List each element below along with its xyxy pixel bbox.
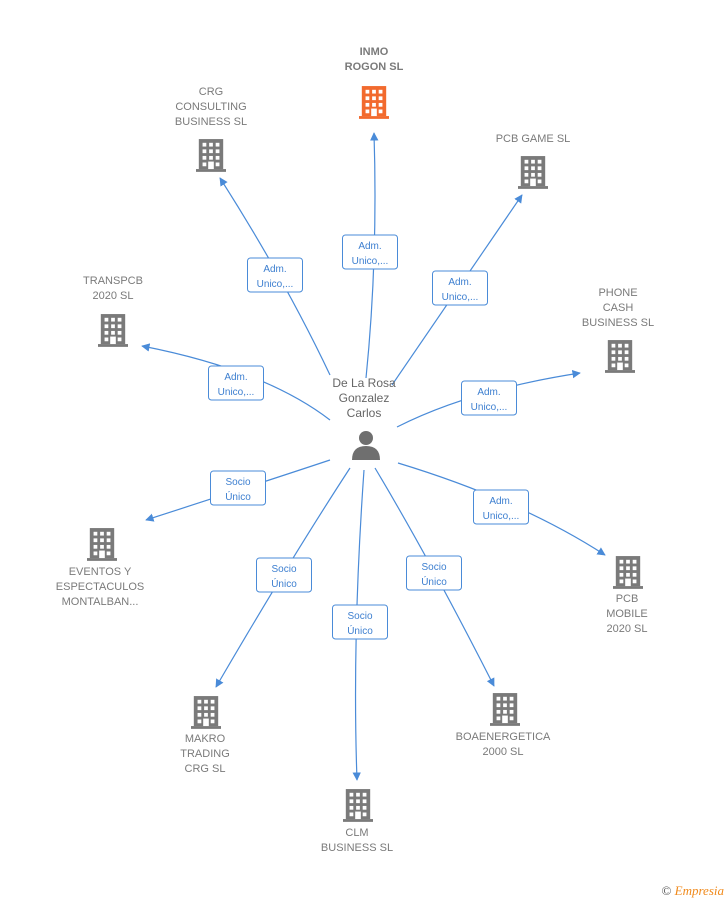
company-node-pcb-game[interactable]: PCB GAME SL xyxy=(496,133,571,189)
relation-badge-box xyxy=(432,270,488,306)
relation-label-line: Unico,... xyxy=(483,511,520,522)
company-label-line[interactable]: BOAENERGETICA xyxy=(456,731,551,743)
company-label-line[interactable]: 2020 SL xyxy=(607,623,648,635)
relation-label-line: Único xyxy=(421,575,447,588)
relation-label-line: Adm. xyxy=(358,241,381,252)
relation-label-line: Adm. xyxy=(224,372,247,383)
footer: © Empresia xyxy=(662,883,725,899)
building-icon xyxy=(191,696,221,729)
relation-label-line: Socio xyxy=(225,477,250,488)
relation-badge[interactable]: Adm. Unico,... xyxy=(342,234,398,270)
company-label-line[interactable]: MONTALBAN... xyxy=(62,596,139,608)
company-node-pcb-mobile[interactable]: PCB MOBILE 2020 SL xyxy=(606,556,648,635)
building-icon xyxy=(196,139,226,172)
company-label-line[interactable]: TRANSPCB xyxy=(83,275,143,287)
building-icon xyxy=(613,556,643,589)
company-label-line[interactable]: PCB xyxy=(616,593,639,605)
company-label-line[interactable]: EVENTOS Y xyxy=(69,566,132,578)
copyright-icon: © xyxy=(661,883,672,898)
relation-badge-box xyxy=(332,604,388,640)
building-icon xyxy=(98,314,128,347)
relation-label-line: Adm. xyxy=(263,264,286,275)
relation-badge-box xyxy=(210,470,266,506)
person-name-line[interactable]: Carlos xyxy=(347,406,382,420)
relation-badge[interactable]: Adm. Unico,... xyxy=(208,365,264,401)
company-node-crg-consulting[interactable]: CRG CONSULTING BUSINESS SL xyxy=(175,86,247,172)
company-node-transpcb[interactable]: TRANSPCB 2020 SL xyxy=(83,275,143,347)
building-icon xyxy=(518,156,548,189)
company-label-line[interactable]: MAKRO xyxy=(185,733,226,745)
relation-label-line: Único xyxy=(271,577,297,590)
company-label-line[interactable]: MOBILE xyxy=(606,608,648,620)
company-label-line[interactable]: PCB GAME SL xyxy=(496,133,571,145)
relation-label-line: Adm. xyxy=(477,387,500,398)
building-icon xyxy=(605,340,635,373)
relation-badge-box xyxy=(256,557,312,593)
company-label-line[interactable]: BUSINESS SL xyxy=(321,842,393,854)
relation-badge[interactable]: Adm. Unico,... xyxy=(247,257,303,293)
company-label-line[interactable]: ROGON SL xyxy=(345,61,404,73)
company-node-boaenergetica[interactable]: BOAENERGETICA 2000 SL xyxy=(456,693,551,758)
relation-label-line: Unico,... xyxy=(257,279,294,290)
relation-label-line: Socio xyxy=(271,564,296,575)
relation-badge[interactable]: Adm. Unico,... xyxy=(432,270,488,306)
relation-label-line: Adm. xyxy=(448,277,471,288)
relation-badge-box xyxy=(406,555,462,591)
relation-label-line: Único xyxy=(225,490,251,503)
relation-label-line: Socio xyxy=(421,562,446,573)
relation-label-line: Unico,... xyxy=(471,402,508,413)
company-label-line[interactable]: CRG xyxy=(199,86,223,98)
relation-badge-box xyxy=(342,234,398,270)
relation-label-line: Unico,... xyxy=(352,256,389,267)
relation-label-line: Unico,... xyxy=(442,292,479,303)
company-label-line[interactable]: BUSINESS SL xyxy=(582,317,654,329)
company-node-inmo-rogon[interactable]: INMO ROGON SL xyxy=(345,46,404,119)
company-label-line[interactable]: 2020 SL xyxy=(93,290,134,302)
relation-badge[interactable]: Adm. Unico,... xyxy=(461,380,517,416)
company-node-makro-trading[interactable]: MAKRO TRADING CRG SL xyxy=(180,696,230,775)
relation-badge-box xyxy=(208,365,264,401)
building-icon xyxy=(87,528,117,561)
relation-badge[interactable]: Adm. Unico,... xyxy=(473,489,529,525)
company-label-line[interactable]: CLM xyxy=(345,827,368,839)
company-label-line[interactable]: ESPECTACULOS xyxy=(56,581,144,593)
brand-logo[interactable]: Empresia xyxy=(674,883,724,898)
relation-label-line: Unico,... xyxy=(218,387,255,398)
company-label-line[interactable]: CONSULTING xyxy=(175,101,246,113)
relation-badge-box xyxy=(461,380,517,416)
company-label-line[interactable]: 2000 SL xyxy=(483,746,524,758)
building-icon xyxy=(359,86,389,119)
company-label-line[interactable]: PHONE xyxy=(598,287,637,299)
company-label-line[interactable]: CRG SL xyxy=(185,763,226,775)
person-name-line[interactable]: Gonzalez xyxy=(339,391,390,405)
building-icon xyxy=(343,789,373,822)
company-label-line[interactable]: TRADING xyxy=(180,748,230,760)
company-node-clm-business[interactable]: CLM BUSINESS SL xyxy=(321,789,393,854)
company-node-eventos[interactable]: EVENTOS Y ESPECTACULOS MONTALBAN... xyxy=(56,528,144,608)
building-icon xyxy=(490,693,520,726)
relation-label-line: Único xyxy=(347,624,373,637)
person-icon xyxy=(352,431,380,460)
company-label-line[interactable]: INMO xyxy=(360,46,389,58)
relation-label-line: Socio xyxy=(347,611,372,622)
company-node-phone-cash[interactable]: PHONE CASH BUSINESS SL xyxy=(582,287,654,373)
relation-badge-box xyxy=(247,257,303,293)
relation-label-line: Adm. xyxy=(489,496,512,507)
company-label-line[interactable]: CASH xyxy=(603,302,634,314)
company-label-line[interactable]: BUSINESS SL xyxy=(175,116,247,128)
person-name-line[interactable]: De La Rosa xyxy=(332,376,396,390)
relation-badge-box xyxy=(473,489,529,525)
